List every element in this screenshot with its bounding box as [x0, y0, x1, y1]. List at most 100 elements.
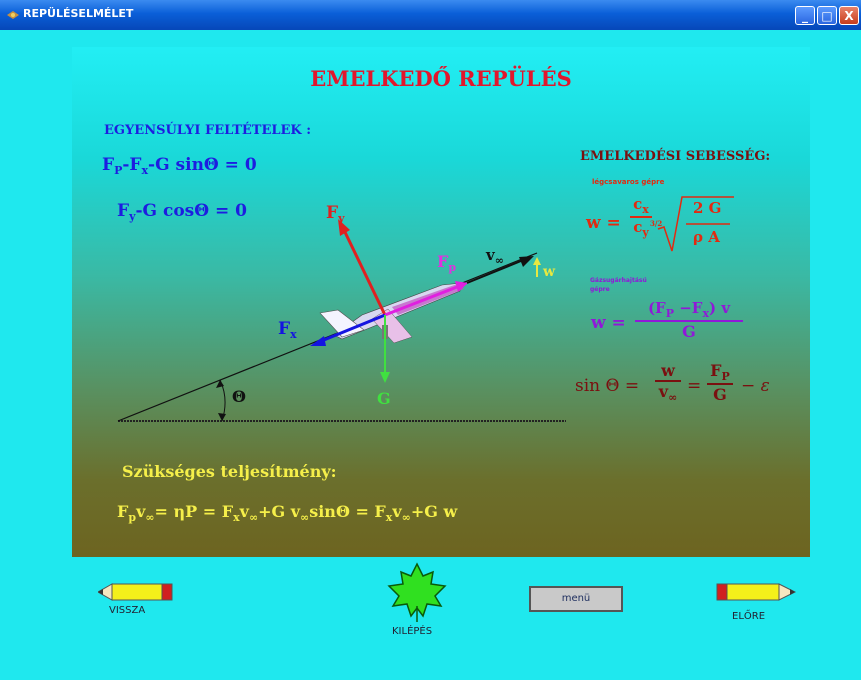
f1-root-num: 2 G [693, 199, 722, 217]
pe-5: x [233, 511, 240, 524]
eq1-sub-b: x [141, 164, 149, 177]
fy-sub: y [338, 212, 345, 225]
minimize-icon: _ [802, 9, 808, 23]
page-title: EMELKEDŐ REPÜLÉS [310, 66, 572, 91]
v-inf-sub: ∞ [494, 254, 504, 267]
f1-lhs: w = [586, 213, 621, 233]
pe-6: v [239, 502, 249, 521]
climb-formula-2: w = (FP −Fx) v G [591, 299, 751, 353]
f2-num-c: ) v [709, 299, 731, 317]
f3-tail: − ε [741, 376, 770, 396]
fp-label: Fp [437, 252, 456, 274]
eq2-term-c: -G cosΘ = 0 [135, 201, 247, 221]
window-titlebar: REPÜLÉSELMÉLET _ □ X [0, 0, 861, 30]
eq2-sub-a: y [129, 210, 136, 223]
window-title: REPÜLÉSELMÉLET [23, 7, 134, 20]
f3-lhs: sin Θ = [575, 376, 640, 396]
f3-num-2-sub: P [721, 370, 730, 383]
f3-den-1: v [658, 382, 669, 401]
v-inf-letter: v [486, 246, 495, 264]
power-equation: Fpv∞= ηP = Fxv∞+G v∞sinΘ = Fxv∞+G w [117, 502, 457, 524]
minimize-button[interactable]: _ [795, 6, 815, 25]
pe-2: v [136, 502, 146, 521]
climb-formula-3: sin Θ = w v∞ = FP G − ε [575, 361, 805, 421]
close-icon: X [844, 9, 854, 23]
eq1-term-b: -F [122, 155, 142, 175]
f1-den-exponent: 3/2 [650, 219, 663, 228]
pe-4: = ηP = F [154, 502, 234, 521]
sqrt-icon [657, 196, 734, 252]
equilibrium-heading: EGYENSÚLYI FELTÉTELEK : [104, 123, 312, 138]
pe-3: ∞ [145, 511, 155, 524]
fy-letter: F [326, 203, 339, 223]
f2-den: G [682, 322, 696, 341]
exit-button[interactable]: KILÉPÉS [384, 562, 460, 642]
eq1-sub-a: P [114, 164, 123, 177]
pe-10: sinΘ = F [309, 502, 386, 521]
fp-arrow [384, 285, 458, 317]
g-label: G [377, 389, 391, 408]
pe-14: +G w [410, 502, 458, 521]
f3-equals: = [687, 376, 702, 396]
f3-den-1-sub: ∞ [668, 391, 678, 404]
jet-note: légcsavaros gépre [592, 178, 665, 186]
pe-12: v [392, 502, 402, 521]
f1-num: c [633, 195, 643, 213]
fy-label: Fy [326, 203, 344, 225]
force-diagram [117, 219, 566, 422]
f2-num-a: (F [647, 299, 666, 317]
fp-letter: F [437, 252, 449, 271]
v-inf-label: v∞ [486, 246, 504, 267]
pencil-right-icon [716, 583, 797, 601]
fx-arrow [318, 313, 386, 344]
theta-label: Θ [232, 387, 246, 406]
v-inf-arrow [466, 260, 522, 284]
f1-den: c [633, 218, 643, 236]
fx-letter: F [278, 319, 291, 339]
exit-label: KILÉPÉS [392, 626, 433, 637]
forward-button[interactable]: ELŐRE [713, 583, 797, 623]
f3-fraction-1: w v∞ [655, 361, 681, 404]
maximize-button[interactable]: □ [817, 6, 837, 25]
climb-formula-1: w = cx cy 3/2 2 G ρ A [586, 193, 736, 263]
pe-9: ∞ [300, 511, 310, 524]
pencil-left-icon [98, 583, 173, 601]
w-letter: w [543, 264, 556, 280]
back-label: VISSZA [109, 605, 146, 616]
app-icon [7, 11, 19, 19]
f3-den-2: G [713, 385, 727, 404]
pe-13: ∞ [401, 511, 411, 524]
climb-rate-heading: EMELKEDÉSI SEBESSÉG: [580, 149, 771, 164]
f2-num-sub1: P [665, 307, 674, 320]
pe-0: F [117, 502, 129, 521]
f1-root-den: ρ A [693, 228, 720, 246]
power-heading: Szükséges teljesítmény: [122, 462, 337, 481]
equilibrium-equation-1: FP-Fx-G sinΘ = 0 [102, 155, 257, 177]
maximize-icon: □ [821, 9, 833, 23]
eq1-term-c: -G sinΘ = 0 [148, 155, 257, 175]
pe-1: p [128, 511, 137, 524]
f3-fraction-2: FP G [707, 361, 733, 404]
menu-button[interactable]: menü [529, 586, 623, 612]
eq2-term-a: F [117, 201, 130, 221]
leaf-icon [387, 562, 447, 622]
f3-num-1: w [655, 361, 681, 382]
g-letter: G [377, 389, 391, 408]
pe-7: ∞ [248, 511, 259, 524]
close-button[interactable]: X [839, 6, 859, 25]
f2-lhs: w = [591, 313, 626, 333]
fx-label: Fx [278, 319, 297, 341]
f1-fraction: cx cy [630, 195, 652, 239]
f3-num-2: F [710, 361, 722, 380]
f2-num-sub2: x [702, 307, 709, 320]
theta-letter: Θ [232, 387, 246, 406]
back-button[interactable]: VISSZA [98, 583, 178, 623]
fx-sub: x [290, 328, 297, 341]
f2-num-b: −F [673, 299, 703, 317]
f1-num-sub: x [642, 203, 649, 216]
forward-label: ELŐRE [732, 611, 766, 622]
fy-arrow [341, 227, 387, 316]
w-label: w [543, 264, 555, 280]
equilibrium-equation-2: Fy-G cosΘ = 0 [117, 201, 247, 223]
f1-den-sub: y [642, 226, 649, 239]
